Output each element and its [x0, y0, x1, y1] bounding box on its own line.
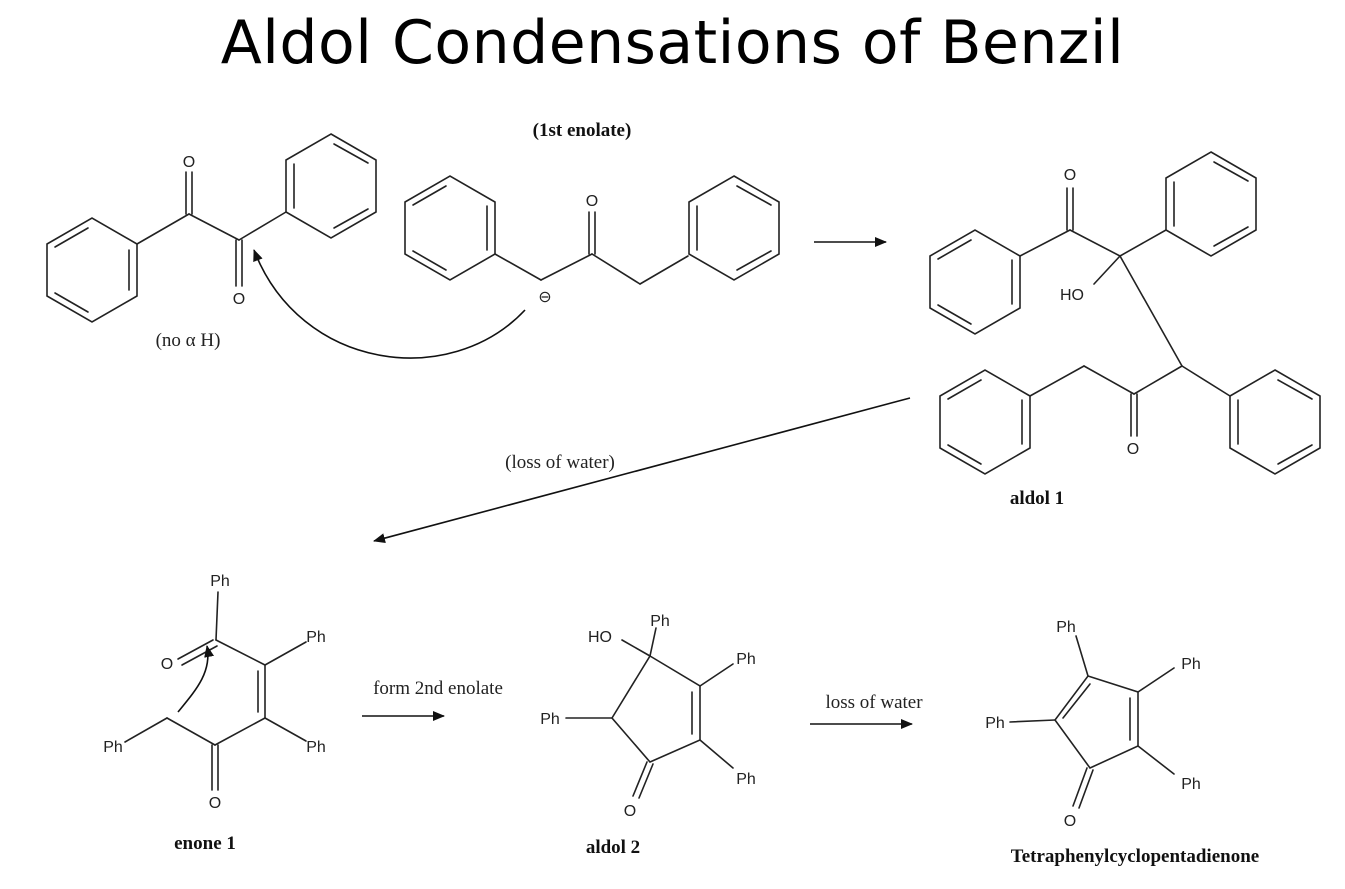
aldol-1-molecule: O HO O [929, 151, 1321, 475]
product-ph-right-top: Ph [1181, 656, 1201, 673]
enolate-oxygen: O [586, 193, 598, 210]
arrow-loss-of-water [373, 397, 911, 543]
aldol-1-hydroxyl: HO [1060, 287, 1084, 304]
aldol-1-lower-oxygen: O [1127, 441, 1139, 458]
enone-1-label: enone 1 [174, 833, 236, 854]
attack-curved-arrow [253, 249, 526, 359]
enone-ph-top: Ph [210, 573, 230, 590]
enone-curved-arrow [177, 645, 214, 713]
enone-1-molecule: Ph O Ph Ph Ph O [103, 573, 326, 812]
enone-ph-right-bottom: Ph [306, 739, 326, 756]
form-2nd-enolate-label: form 2nd enolate [373, 678, 503, 699]
first-enolate-molecule: O ⊖ [404, 175, 780, 306]
product-ph-right-bottom: Ph [1181, 776, 1201, 793]
aldol-2-ph-right-top: Ph [736, 651, 756, 668]
product-ph-left: Ph [985, 715, 1005, 732]
loss-of-water-label-2: loss of water [825, 692, 923, 713]
product-oxygen: O [1064, 813, 1076, 830]
product-ph-top: Ph [1056, 619, 1076, 636]
tetraphenylcyclopentadienone-molecule: Ph Ph Ph Ph O [985, 619, 1201, 830]
enone-ph-right-top: Ph [306, 629, 326, 646]
enone-oxygen-bottom: O [209, 795, 221, 812]
aldol-2-ph-left: Ph [540, 711, 560, 728]
aldol-1-ketone-oxygen: O [1064, 167, 1076, 184]
no-alpha-h-label: (no α H) [156, 330, 221, 351]
benzil-oxygen-bottom: O [233, 291, 245, 308]
aldol-2-hydroxyl: HO [588, 629, 612, 646]
benzil-oxygen-top: O [183, 154, 195, 171]
aldol-2-molecule: Ph HO Ph Ph Ph O [540, 613, 756, 820]
aldol-2-label: aldol 2 [586, 837, 640, 858]
first-enolate-label: (1st enolate) [533, 120, 632, 141]
aldol-2-ph-right-bottom: Ph [736, 771, 756, 788]
enone-ph-left: Ph [103, 739, 123, 756]
aldol-1-label: aldol 1 [1010, 488, 1064, 509]
slide-title: Aldol Condensations of Benzil [220, 8, 1125, 78]
carbanion-charge: ⊖ [538, 289, 551, 306]
benzil-molecule: O O [46, 133, 377, 323]
product-label: Tetraphenylcyclopentadienone [1011, 846, 1259, 867]
loss-of-water-label-1: (loss of water) [505, 452, 615, 473]
aldol-2-ph-top: Ph [650, 613, 670, 630]
enone-oxygen-top: O [161, 656, 173, 673]
aldol-2-oxygen: O [624, 803, 636, 820]
